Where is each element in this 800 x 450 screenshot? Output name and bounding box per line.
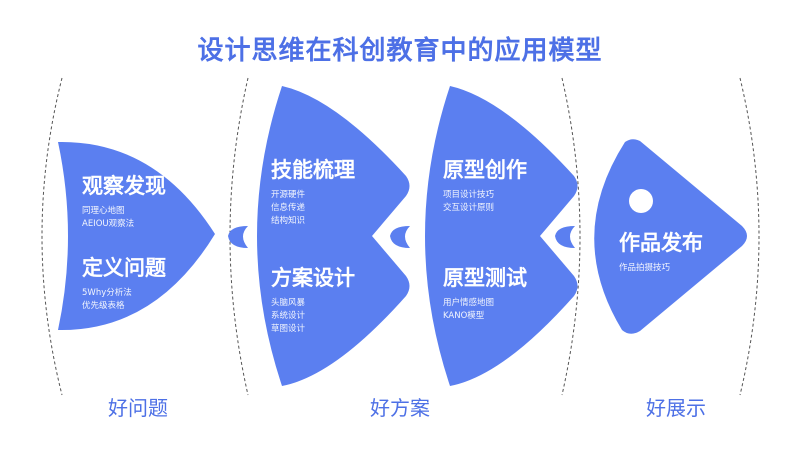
footer-good-solution: 好方案 [370, 396, 430, 420]
stage-prototype-create: 原型创作 项目设计技巧交互设计原则 [443, 157, 527, 215]
shape-showcase [594, 139, 747, 334]
footer-good-showcase: 好展示 [646, 396, 706, 420]
stage-heading: 原型测试 [443, 266, 527, 290]
stage-heading: 观察发现 [82, 174, 166, 198]
stage-item: 项目设计技巧 [443, 190, 495, 200]
stage-item: AEIOU观察法 [82, 219, 135, 229]
stage-item: 开源硬件 [271, 190, 306, 200]
divider-line [739, 77, 760, 396]
stage-item: 草图设计 [271, 324, 306, 334]
stage-heading: 作品发布 [619, 231, 703, 255]
stage-design: 方案设计 头脑风暴系统设计草图设计 [271, 265, 355, 336]
stage-prototype-test: 原型测试 用户情感地图 KANO模型 [443, 265, 527, 323]
stage-item: 结构知识 [271, 216, 306, 226]
stage-heading: 原型创作 [443, 158, 527, 182]
shape-solution-2 [425, 86, 578, 386]
stage-item: 信息传递 [271, 203, 306, 213]
crescent-icon [390, 226, 410, 248]
shape-problem [58, 141, 215, 331]
page-title: 设计思维在科创教育中的应用模型 [197, 36, 603, 66]
stage-item: 5Why分析法 [82, 288, 132, 298]
crescent-icon [555, 226, 575, 248]
stage-item: 用户情感地图 [443, 298, 495, 308]
crescent-icon [228, 226, 248, 248]
shape-solution-1 [257, 86, 410, 386]
stage-publish: 作品发布 作品拍摄技巧 [619, 230, 703, 275]
stage-item: KANO模型 [443, 311, 485, 321]
stage-heading: 方案设计 [271, 266, 355, 290]
stage-define: 定义问题 5Why分析法优先级表格 [82, 255, 166, 313]
divider-line [41, 77, 63, 396]
stage-heading: 定义问题 [82, 256, 166, 280]
stage-item: 系统设计 [271, 311, 306, 321]
eye-icon [629, 189, 653, 213]
stage-skills: 技能梳理 开源硬件信息传递结构知识 [271, 157, 355, 228]
stage-item: 优先级表格 [82, 301, 125, 311]
divider-line [561, 77, 581, 396]
stage-observe: 观察发现 同理心地图 AEIOU观察法 [82, 173, 166, 231]
footer-good-problem: 好问题 [108, 396, 168, 420]
stage-heading: 技能梳理 [271, 158, 355, 182]
stage-item: 交互设计原则 [443, 203, 495, 213]
stage-item: 同理心地图 [82, 206, 125, 216]
stage-item: 作品拍摄技巧 [619, 263, 671, 273]
stage-item: 头脑风暴 [271, 298, 306, 308]
